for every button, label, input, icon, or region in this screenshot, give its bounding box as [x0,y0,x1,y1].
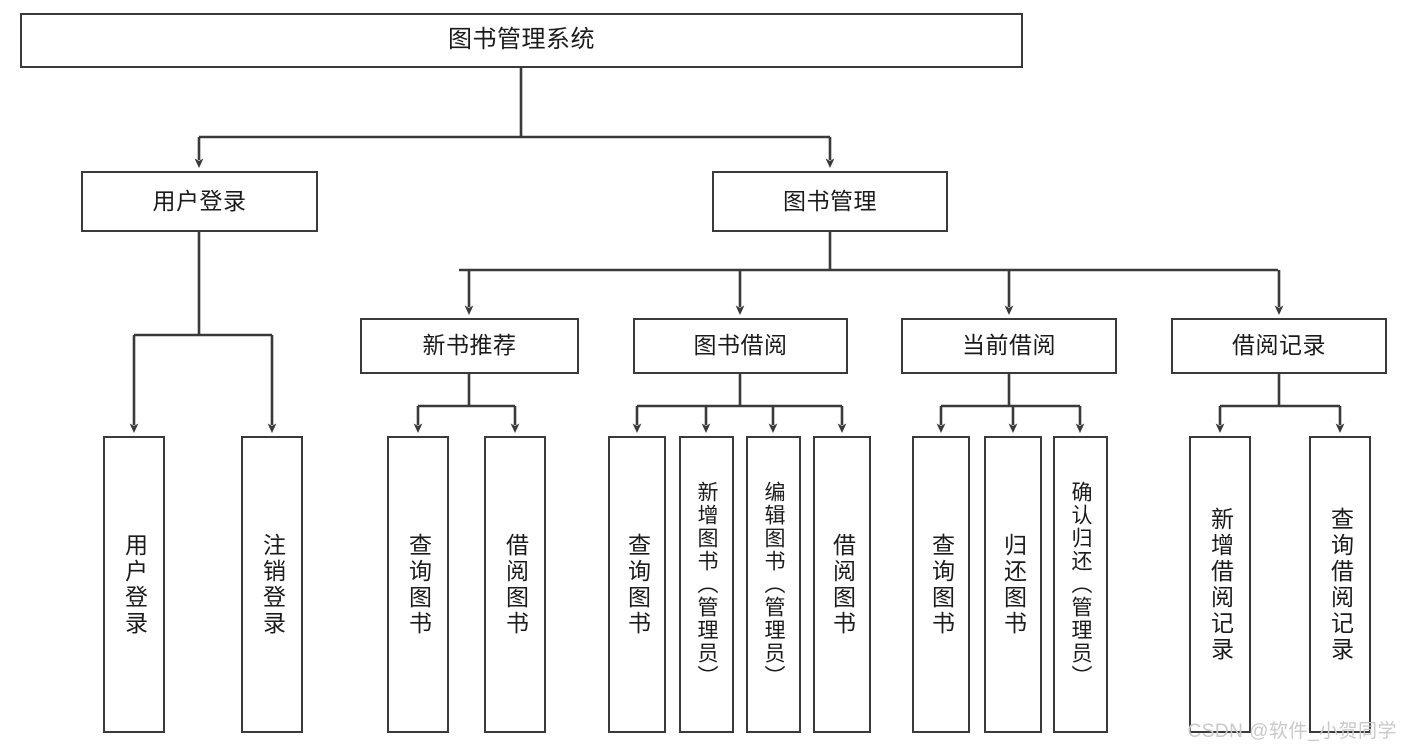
node-leaf-user-login[interactable]: 用户登录 [103,436,165,733]
node-leaf-add-borrow-record[interactable]: 新增借阅记录 [1189,436,1251,733]
node-label: 借阅记录 [1232,332,1326,359]
watermark-text: CSDN @软件_小贺同学 [1187,721,1397,742]
node-label: 查询图书 [928,532,955,637]
node-label: 图书管理 [783,187,877,214]
node-label: 编辑图书（管理员） [762,481,785,688]
node-label: 确认归还（管理员） [1069,481,1092,688]
node-label: 查询图书 [405,532,432,637]
node-label: 查询图书 [624,532,651,637]
node-label: 归还图书 [1000,532,1027,637]
node-leaf-borrow-book-1[interactable]: 借阅图书 [484,436,546,733]
node-label: 新增借阅记录 [1207,506,1234,663]
node-leaf-return-book[interactable]: 归还图书 [984,436,1042,733]
node-leaf-borrow-book-2[interactable]: 借阅图书 [813,436,871,733]
node-label: 借阅图书 [829,532,856,637]
node-leaf-edit-book-admin[interactable]: 编辑图书（管理员） [746,436,801,733]
node-leaf-query-borrow-record[interactable]: 查询借阅记录 [1309,436,1371,733]
node-new-book-recommend[interactable]: 新书推荐 [360,318,579,374]
node-label: 查询借阅记录 [1327,506,1354,663]
node-leaf-query-book-3[interactable]: 查询图书 [912,436,970,733]
node-label: 新增图书（管理员） [695,481,718,688]
node-user-login[interactable]: 用户登录 [81,171,318,232]
node-label: 新书推荐 [422,332,517,359]
node-label: 借阅图书 [502,532,529,637]
node-book-borrow[interactable]: 图书借阅 [633,318,848,374]
node-label: 注销登录 [259,532,286,637]
node-leaf-add-book-admin[interactable]: 新增图书（管理员） [679,436,734,733]
node-label: 用户登录 [152,187,247,214]
node-root[interactable]: 图书管理系统 [20,13,1023,68]
node-label: 当前借阅 [962,332,1056,359]
node-label: 图书借阅 [693,332,788,359]
node-borrow-record[interactable]: 借阅记录 [1171,318,1387,374]
node-label: 用户登录 [121,532,148,637]
node-leaf-query-book-1[interactable]: 查询图书 [387,436,449,733]
node-leaf-confirm-return-admin[interactable]: 确认归还（管理员） [1053,436,1108,733]
node-leaf-query-book-2[interactable]: 查询图书 [608,436,666,733]
node-leaf-logout-login[interactable]: 注销登录 [241,436,303,733]
node-book-manage[interactable]: 图书管理 [712,171,948,232]
node-label: 图书管理系统 [448,26,595,54]
node-current-borrow[interactable]: 当前借阅 [901,318,1117,374]
